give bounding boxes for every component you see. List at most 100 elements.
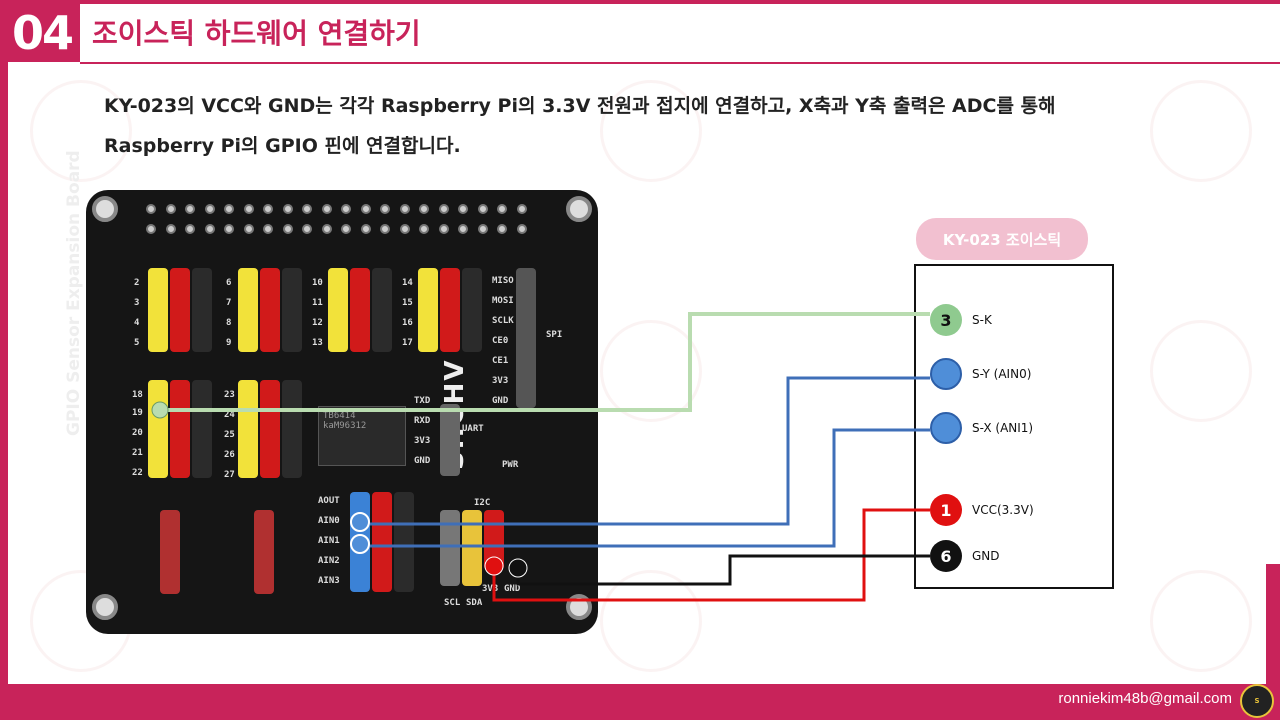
uart-label: GND	[414, 456, 431, 466]
module-title: KY-023 조이스틱	[916, 218, 1088, 260]
gpio-row-label: 14	[402, 278, 413, 288]
i2c-label: GND	[504, 584, 521, 594]
header-pin	[282, 224, 293, 234]
gnd-header	[282, 380, 302, 478]
vcc-connection-point	[484, 556, 504, 576]
gpio-row-label: 5	[134, 338, 140, 348]
description-line-2: Raspberry Pi의 GPIO 핀에 연결합니다.	[104, 135, 461, 157]
header-pin	[243, 224, 254, 234]
uart-label: TXD	[414, 396, 431, 406]
adc-vcc-header	[372, 492, 392, 592]
spi-label: MISO	[492, 276, 514, 286]
pwr-label: PWR	[502, 460, 519, 470]
adc-chip: TB6414 kaM96312	[318, 406, 406, 466]
uart-title: UART	[462, 424, 484, 434]
gpio-row-label: 7	[226, 298, 232, 308]
spi-header	[516, 268, 536, 408]
header-pin	[341, 224, 351, 234]
i2c-sda-header	[462, 510, 482, 586]
gnd-connection-point	[508, 558, 528, 578]
gpio-row-label: 6	[226, 278, 232, 288]
pin-sx-label: S-X (ANI1)	[972, 421, 1034, 435]
header-pin	[497, 204, 507, 214]
gpio-row-label: 3	[134, 298, 140, 308]
vcc-header	[260, 380, 280, 478]
header-pin	[497, 224, 507, 234]
title-divider	[80, 62, 1280, 64]
i2c-label: SCL	[444, 598, 461, 608]
signal-header	[148, 268, 168, 352]
header-pin	[360, 204, 371, 214]
header-pin	[438, 224, 449, 234]
signal-header	[238, 380, 258, 478]
left-frame	[0, 0, 8, 720]
vcc-header	[170, 380, 190, 478]
spi-label: CE0	[492, 336, 509, 346]
wire-gnd	[516, 554, 930, 586]
adc-label: AIN2	[318, 556, 340, 566]
gpio-row-label: 9	[226, 338, 232, 348]
mount-hole	[566, 594, 592, 620]
wire-sk	[160, 312, 930, 412]
header-pin	[419, 204, 429, 214]
uart-label: RXD	[414, 416, 431, 426]
header-pin	[360, 224, 371, 234]
gpio-row-label: 2	[134, 278, 140, 288]
gpio-row-label: 13	[312, 338, 323, 348]
spi-title: SPI	[546, 330, 563, 340]
gnd-header	[372, 268, 392, 352]
spi-label: 3V3	[492, 376, 509, 386]
gpio-row-label: 12	[312, 318, 323, 328]
wire-sx	[362, 428, 930, 548]
adc-gnd-header	[394, 492, 414, 592]
i2c-label: 3V3	[482, 584, 499, 594]
adc-label: AIN3	[318, 576, 340, 586]
gpio-row-label: 19	[132, 408, 143, 418]
header-pin	[419, 224, 429, 234]
i2c-title: I2C	[474, 498, 491, 508]
pin-gnd-circle: 6	[930, 540, 962, 572]
i2c-label: SDA	[466, 598, 483, 608]
pin-sx-circle	[930, 412, 962, 444]
header-pin	[477, 224, 488, 234]
watermark-logo	[1150, 320, 1252, 422]
gpio-row-label: 15	[402, 298, 413, 308]
gpio-row-label: 23	[224, 390, 235, 400]
uart-label: 3V3	[414, 436, 431, 446]
mount-hole	[92, 196, 118, 222]
vcc-header	[350, 268, 370, 352]
wire-sy	[362, 376, 930, 526]
header-pin	[243, 204, 254, 214]
pin-sy-circle	[930, 358, 962, 390]
header-pin	[399, 204, 410, 214]
header-pin	[146, 224, 156, 234]
i2c-scl-header	[440, 510, 460, 586]
header-pin	[458, 224, 468, 234]
header-pin	[263, 204, 273, 214]
wire-vcc	[492, 508, 930, 602]
chip-text: kaM96312	[323, 421, 367, 431]
pin-sk-label: S-K	[972, 313, 992, 327]
description: KY-023의 VCC와 GND는 각각 Raspberry Pi의 3.3V …	[104, 86, 1204, 166]
footer-email: ronniekim48b@gmail.com	[1058, 690, 1232, 707]
power-3v3-header	[254, 510, 274, 594]
side-tab	[1266, 564, 1280, 684]
ain1-connection-point	[350, 534, 370, 554]
gpio-row-label: 18	[132, 390, 143, 400]
spi-label: GND	[492, 396, 509, 406]
header-pin	[146, 204, 156, 214]
header-pin	[302, 204, 312, 214]
header-pin	[438, 204, 449, 214]
header-pin	[516, 204, 527, 214]
header-pin	[204, 224, 215, 234]
gnd-header	[462, 268, 482, 352]
uart-header	[440, 404, 460, 476]
header-pin	[165, 224, 176, 234]
header-pin	[204, 204, 215, 214]
chip-text: TB6414	[323, 411, 356, 421]
header-pin	[321, 204, 332, 214]
signal-header	[328, 268, 348, 352]
header-pin	[263, 224, 273, 234]
header-pin	[185, 204, 195, 214]
signal-header	[418, 268, 438, 352]
